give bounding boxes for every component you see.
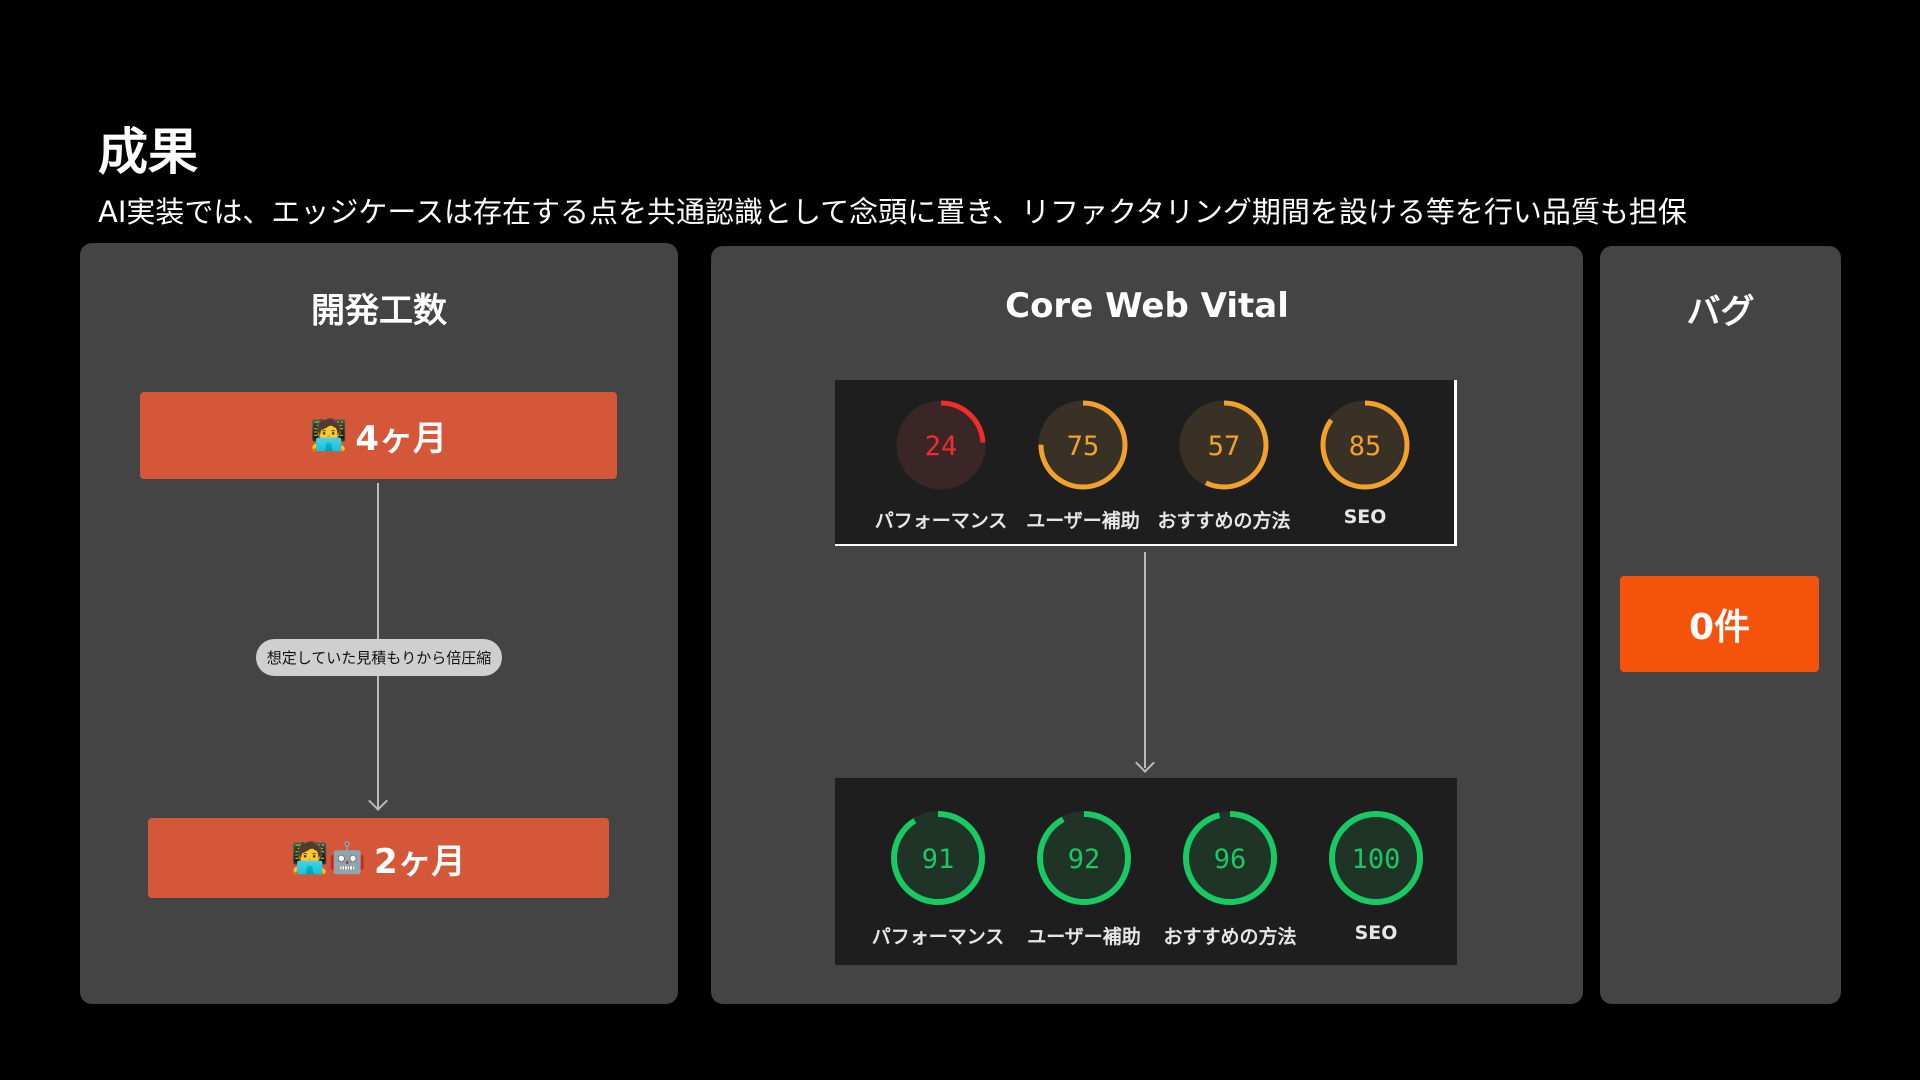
effort-note-pill: 想定していた見積もりから倍圧縮 bbox=[256, 639, 502, 676]
gauge-arc bbox=[1179, 400, 1269, 490]
score-item-after-0: 91 パフォーマンス bbox=[868, 808, 1008, 949]
score-item-after-2: 96 おすすめの方法 bbox=[1160, 808, 1300, 949]
effort-card-title: 開発工数 bbox=[311, 291, 447, 331]
gauge-background bbox=[1183, 811, 1277, 905]
score-label: パフォーマンス bbox=[874, 510, 1008, 532]
gauge-score: 100 bbox=[1352, 844, 1401, 875]
score-gauge: 92 bbox=[1037, 811, 1131, 905]
score-label: おすすめの方法 bbox=[1157, 510, 1291, 532]
bug-card-title: バグ bbox=[1686, 292, 1755, 332]
score-item-before-2: 57 おすすめの方法 bbox=[1154, 398, 1294, 533]
bug-card: バグ 0件 bbox=[1600, 246, 1841, 1004]
gauge-background bbox=[1037, 811, 1131, 905]
cwv-card-title: Core Web Vital bbox=[1005, 286, 1289, 326]
gauge-arc bbox=[896, 400, 986, 490]
gauge-score: 85 bbox=[1349, 431, 1382, 462]
score-label: おすすめの方法 bbox=[1163, 926, 1297, 948]
gauge-arc bbox=[1038, 400, 1128, 490]
score-gauge: 57 bbox=[1179, 400, 1269, 490]
gauge-background bbox=[896, 400, 986, 490]
score-gauge: 75 bbox=[1038, 400, 1128, 490]
effort-before-label: 4ヶ月 bbox=[355, 419, 448, 459]
score-gauge: 100 bbox=[1329, 811, 1423, 905]
score-item-before-0: 24 パフォーマンス bbox=[871, 398, 1011, 533]
gauge-score: 92 bbox=[1068, 844, 1101, 875]
score-item-before-1: 75 ユーザー補助 bbox=[1013, 398, 1153, 533]
gauge-arc bbox=[1183, 811, 1277, 905]
gauge-arc bbox=[891, 811, 985, 905]
effort-card: 開発工数 🧑‍💻 4ヶ月 想定していた見積もりから倍圧縮 🧑‍💻🤖 2ヶ月 bbox=[80, 243, 678, 1004]
gauge-arc bbox=[1320, 400, 1410, 490]
cwv-arrow-line bbox=[1144, 552, 1146, 768]
page-subtitle: AI実装では、エッジケースは存在する点を共通認識として念頭に置き、リファクタリン… bbox=[98, 195, 1687, 229]
cwv-card: Core Web Vital 24 パフォーマンス 75 ユーザー補助 57 おすすめの方… bbox=[711, 246, 1583, 1004]
gauge-background bbox=[1320, 400, 1410, 490]
score-gauge: 96 bbox=[1183, 811, 1277, 905]
gauge-background bbox=[1038, 400, 1128, 490]
score-label: SEO bbox=[1343, 506, 1387, 528]
arrow-down-icon bbox=[1135, 753, 1155, 773]
arrow-down-icon bbox=[368, 791, 388, 811]
gauge-arc bbox=[1329, 811, 1423, 905]
gauge-score: 75 bbox=[1067, 431, 1100, 462]
score-label: パフォーマンス bbox=[871, 926, 1005, 948]
gauge-background bbox=[891, 811, 985, 905]
gauge-background bbox=[1179, 400, 1269, 490]
gauge-background bbox=[1329, 811, 1423, 905]
page-title: 成果 bbox=[98, 123, 198, 181]
score-gauge: 24 bbox=[896, 400, 986, 490]
gauge-score: 24 bbox=[925, 431, 958, 462]
score-label: ユーザー補助 bbox=[1027, 926, 1141, 948]
gauge-score: 57 bbox=[1208, 431, 1241, 462]
score-label: ユーザー補助 bbox=[1026, 510, 1140, 532]
gauge-score: 91 bbox=[922, 844, 955, 875]
developer-emoji-icon: 🧑‍💻 bbox=[309, 418, 348, 453]
score-gauge: 85 bbox=[1320, 400, 1410, 490]
effort-after-box: 🧑‍💻🤖 2ヶ月 bbox=[148, 818, 609, 898]
score-item-after-1: 92 ユーザー補助 bbox=[1014, 808, 1154, 949]
bug-count-box: 0件 bbox=[1620, 576, 1819, 672]
gauge-arc bbox=[1037, 811, 1131, 905]
gauge-score: 96 bbox=[1214, 844, 1247, 875]
score-gauge: 91 bbox=[891, 811, 985, 905]
developer-robot-emoji-icon: 🧑‍💻🤖 bbox=[291, 840, 367, 876]
effort-after-label: 2ヶ月 bbox=[374, 841, 466, 882]
effort-before-box: 🧑‍💻 4ヶ月 bbox=[140, 392, 617, 479]
score-label: SEO bbox=[1354, 922, 1398, 944]
